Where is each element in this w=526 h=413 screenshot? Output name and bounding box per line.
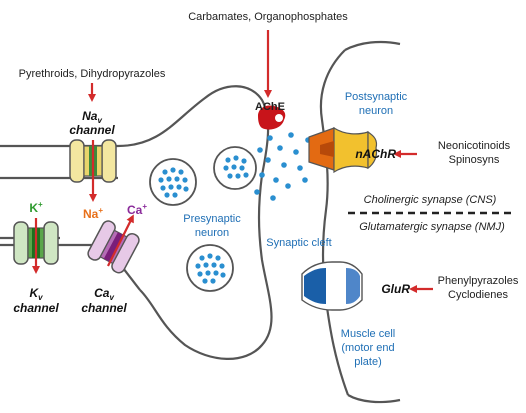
synaptic-vesicle <box>149 158 197 206</box>
postsynaptic-membrane-bottom <box>347 394 401 404</box>
nav-channel-label-line2: channel <box>69 123 115 137</box>
muscle-cell-label-line1: Muscle cell <box>341 328 395 340</box>
glutamatergic-label: Glutamatergic synapse (NMJ) <box>359 221 505 233</box>
cyclodienes-label: Cyclodienes <box>448 289 508 301</box>
glur-receptor <box>301 261 363 311</box>
neonicotinoids-label: Neonicotinoids <box>438 140 511 152</box>
cholinergic-label: Cholinergic synapse (CNS) <box>364 194 497 206</box>
glur-label: GluR <box>381 282 410 296</box>
nachr-receptor <box>308 126 378 174</box>
ca-ion-arrow <box>107 214 134 267</box>
cav-channel <box>87 220 140 274</box>
synaptic-cleft-label: Synaptic cleft <box>266 237 331 249</box>
na-ion-label: Na+ <box>83 206 103 221</box>
presynaptic-label-line2: neuron <box>195 227 229 239</box>
kv-channel-label: Kv <box>29 286 43 302</box>
phenylpyrazoles-label: Phenylpyrazoles <box>438 275 519 287</box>
synaptic-vesicle-docking <box>213 146 257 190</box>
nav-channel-label: Nav <box>82 109 102 125</box>
k-ion-label: K+ <box>29 200 43 215</box>
nachr-label: nAChR <box>355 147 396 161</box>
synaptic-vesicle-lower <box>186 244 234 292</box>
postsynaptic-membrane-top <box>344 40 401 51</box>
pyrethroids-label: Pyrethroids, Dihydropyrazoles <box>19 68 166 80</box>
postsynaptic-label-line1: Postsynaptic <box>345 91 408 103</box>
presynaptic-label-line1: Presynaptic <box>183 213 241 225</box>
muscle-cell-label-line3: plate) <box>354 356 382 368</box>
presynaptic-membrane-upper <box>0 85 273 360</box>
ache-label: AChE <box>255 101 285 113</box>
carbamates-label: Carbamates, Organophosphates <box>188 11 348 23</box>
cav-channel-label: Cav <box>94 286 114 302</box>
postsynaptic-label-line2: neuron <box>359 105 393 117</box>
postsynaptic-membrane <box>319 49 350 396</box>
spinosyns-label: Spinosyns <box>449 154 500 166</box>
ca-ion-label: Ca+ <box>127 202 147 217</box>
ache-enzyme <box>258 105 286 130</box>
muscle-cell-label-line2: (motor end <box>341 342 394 354</box>
cav-channel-label-line2: channel <box>81 301 127 315</box>
kv-channel-label-line2: channel <box>13 301 59 315</box>
